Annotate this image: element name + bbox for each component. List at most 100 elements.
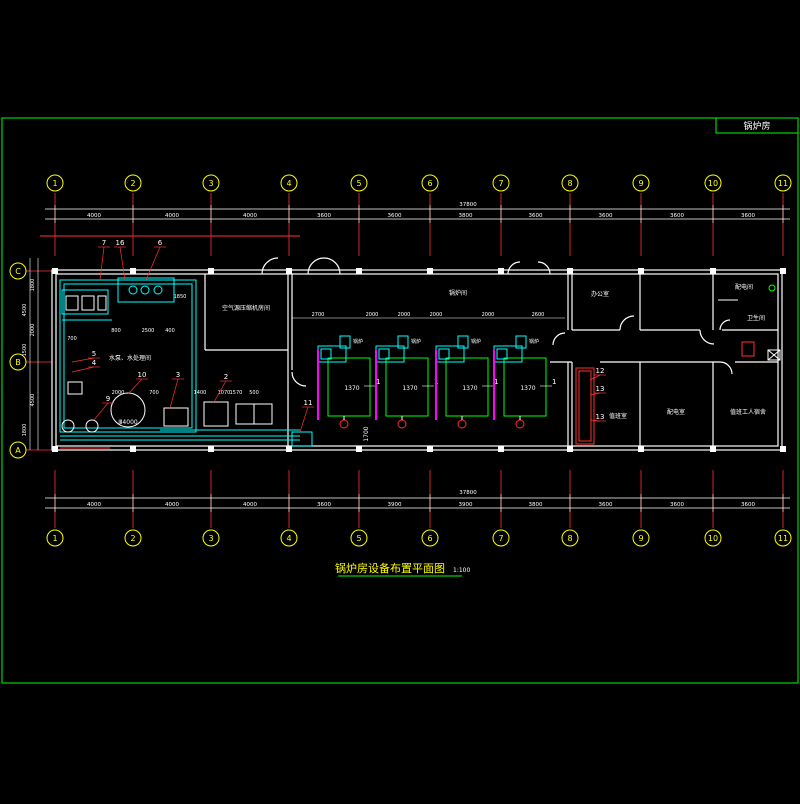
boiler-body	[503, 357, 547, 417]
dim-value: 4000	[87, 213, 101, 219]
axis-label: 5	[356, 179, 361, 188]
equipment-tag: 12	[596, 367, 605, 375]
axis-label: 7	[498, 179, 503, 188]
pillar	[130, 446, 136, 452]
axis-bubble	[9, 262, 27, 280]
axis-bubble	[280, 529, 298, 547]
boiler-dim: 1370	[462, 385, 477, 392]
equipment-tag: 3	[176, 371, 180, 379]
room-label-water: 水泵、水处理间	[109, 354, 151, 362]
tag-leader	[145, 246, 161, 281]
axis-bubble	[632, 529, 650, 547]
boiler-burner-inner	[438, 348, 450, 360]
boiler-fan	[339, 335, 351, 349]
pillar	[710, 268, 716, 274]
dim-value: 4000	[243, 213, 257, 219]
equip-dim: 1400	[194, 390, 207, 396]
dim-value: 3600	[599, 213, 613, 219]
axis-bubble	[561, 174, 579, 192]
tag-leader	[99, 246, 105, 281]
boiler-dim: 1370	[520, 385, 535, 392]
axis-bubble	[46, 174, 64, 192]
dim-value: 3600	[741, 502, 755, 508]
tag-leader	[213, 380, 227, 403]
boiler-label: 锅炉	[411, 338, 421, 345]
equipment-tag: 9	[106, 395, 110, 403]
boiler-label: 锅炉	[471, 338, 481, 345]
equipment-tag: 11	[304, 399, 313, 407]
pillar	[498, 268, 504, 274]
room-label-electric: 配电间	[735, 283, 753, 291]
axis-bubble	[561, 529, 579, 547]
pillar	[427, 446, 433, 452]
axis-label: 2	[130, 179, 135, 188]
axis-label: 10	[708, 534, 718, 543]
sheet-frame	[1, 117, 799, 684]
equipment-tag: 7	[102, 239, 106, 247]
boiler-valve	[339, 419, 349, 429]
equipment-tag: 13	[596, 413, 605, 421]
axis-bubble	[202, 174, 220, 192]
axis-label: B	[15, 358, 21, 367]
axis-label: 7	[498, 534, 503, 543]
equipment-tag: 10	[138, 371, 147, 379]
pillar	[567, 446, 573, 452]
boiler-label: 锅炉	[353, 338, 363, 345]
equipment-tag: 13	[596, 385, 605, 393]
right-wing-white	[718, 284, 781, 361]
tag-leader	[119, 246, 126, 281]
axis-label: 5	[356, 534, 361, 543]
equip-dim: 1570	[230, 390, 243, 396]
equipment-tag: 16	[116, 239, 125, 247]
equip-dim: 1070	[218, 390, 231, 396]
axis-bubble	[9, 353, 27, 371]
equip-dim: 2000	[112, 390, 125, 396]
dim-value: 3800	[459, 213, 473, 219]
tag-leader	[169, 378, 179, 409]
dim-value: 2700	[312, 312, 325, 318]
columns-pillars	[52, 268, 786, 452]
axis-bubble	[632, 174, 650, 192]
boiler-tag: 1	[494, 378, 498, 386]
boiler-dim: 1370	[344, 385, 359, 392]
axis-label: 10	[708, 179, 718, 188]
equipment-tag: 2	[224, 373, 228, 381]
axis-label: 1	[52, 179, 57, 188]
right-wing-fixtures	[575, 341, 755, 445]
axis-label: 11	[778, 179, 788, 188]
boiler-fan	[515, 335, 527, 349]
dim-value: 3600	[741, 213, 755, 219]
drawing-title: 锅炉房设备布置平面图	[335, 561, 445, 575]
dim-value: 2000	[398, 312, 411, 318]
equip-dim: 2500	[142, 328, 155, 334]
pillar	[710, 446, 716, 452]
pillar	[52, 268, 58, 274]
axis-bubble	[492, 529, 510, 547]
pillar	[286, 446, 292, 452]
axis-label: 3	[208, 534, 213, 543]
boiler-valve	[457, 419, 467, 429]
pool-label: Ⅲ4000	[118, 419, 138, 426]
pillar	[356, 268, 362, 274]
room-label-control: 空气源压缩机房间	[222, 304, 270, 312]
dim-value: 4000	[243, 502, 257, 508]
tag-leader	[71, 357, 95, 363]
axis-label: 8	[567, 534, 572, 543]
dim-value: 3900	[388, 502, 402, 508]
dim-value: 4000	[165, 213, 179, 219]
room-label-dorm: 值班工人宿舍	[730, 408, 766, 416]
axis-bubble	[280, 174, 298, 192]
boiler-fan	[457, 335, 469, 349]
axis-bubble	[124, 529, 142, 547]
axis-bubble	[46, 529, 64, 547]
boiler-fan	[397, 335, 409, 349]
axis-bubble	[492, 174, 510, 192]
axis-label: 3	[208, 179, 213, 188]
pillar	[780, 268, 786, 274]
axis-bubble	[421, 529, 439, 547]
pillar	[638, 446, 644, 452]
